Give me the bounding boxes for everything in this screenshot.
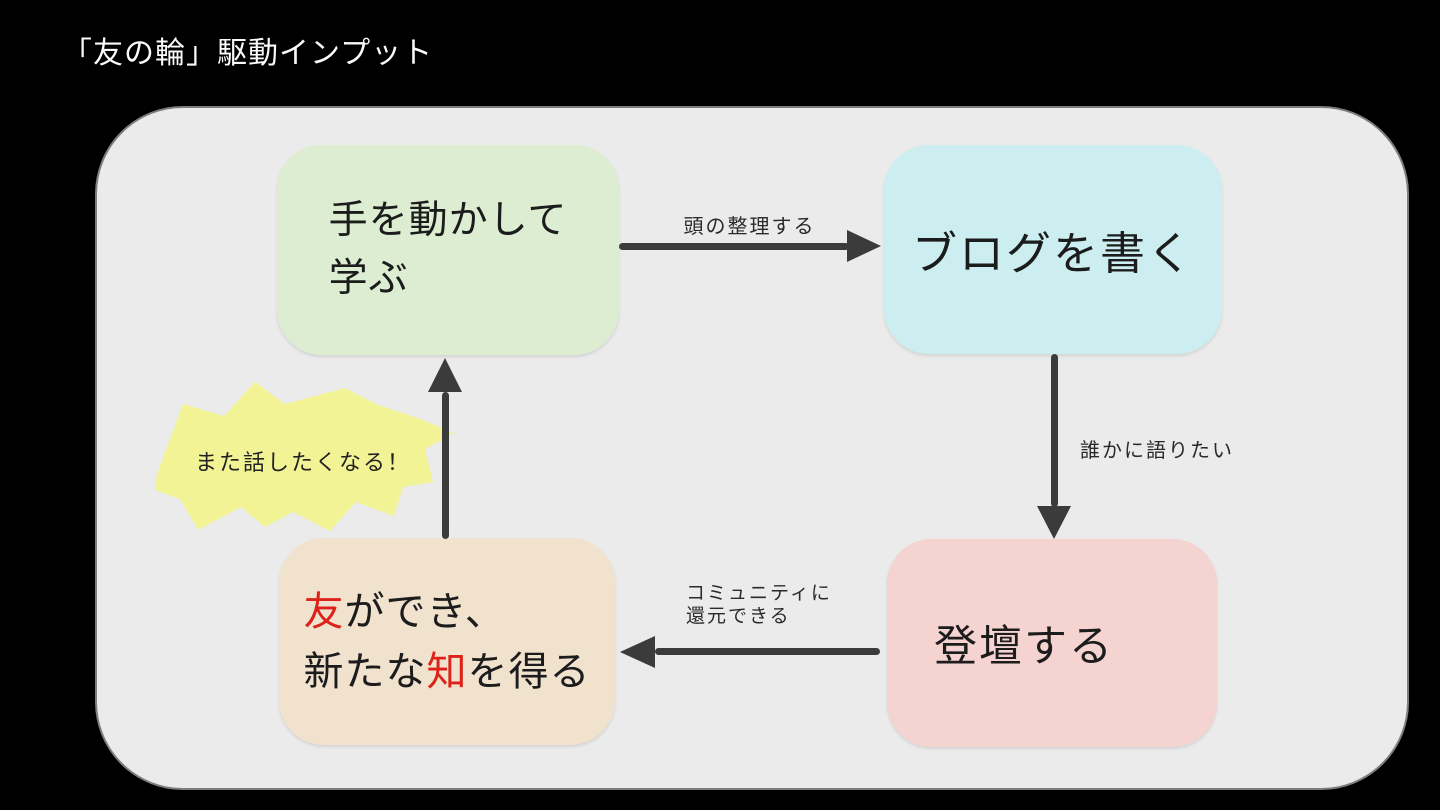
node-learn-by-doing: 手を動かして学ぶ xyxy=(277,145,619,355)
node-learn-label: 手を動かして学ぶ xyxy=(328,198,568,301)
arrowhead-down-icon xyxy=(1037,506,1071,539)
arrow-shaft xyxy=(619,243,849,250)
arrow-shaft xyxy=(655,648,880,655)
arrowhead-right-icon xyxy=(847,230,881,262)
edge-label-want-to-tell: 誰かに語りたい xyxy=(1080,440,1234,462)
node-write-blog: ブログを書く xyxy=(884,145,1222,354)
edge-label-give-back: コミュニティに還元できる xyxy=(686,583,832,628)
arrowhead-left-icon xyxy=(620,636,655,668)
node-give-talk: 登壇する xyxy=(887,539,1217,747)
edge-label-organize-thoughts: 頭の整理する xyxy=(683,216,816,238)
diagram-canvas: 手を動かして学ぶ ブログを書く 登壇する 友ができ、新たな知を得る また話したく… xyxy=(95,106,1409,790)
arrow-shaft xyxy=(442,392,449,539)
slide-title: 「友の輪」駆動インプット xyxy=(62,37,434,70)
node-friends-label: 友ができ、新たな知を得る xyxy=(303,589,591,694)
arrow-shaft xyxy=(1051,354,1058,507)
callout-starburst: また話したくなる！ xyxy=(147,378,459,544)
arrowhead-up-icon xyxy=(428,358,462,392)
node-make-friends: 友ができ、新たな知を得る xyxy=(279,538,615,745)
node-blog-label: ブログを書く xyxy=(911,228,1194,279)
callout-label: また話したくなる！ xyxy=(194,450,411,475)
starburst-shape-icon xyxy=(155,382,454,531)
node-present-label: 登壇する xyxy=(934,623,1114,671)
